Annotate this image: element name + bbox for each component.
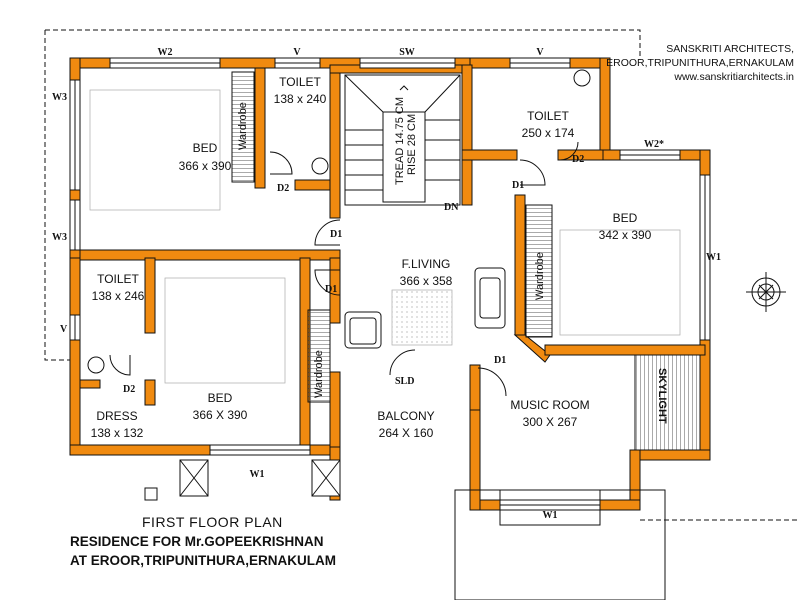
pillars [144,459,341,501]
room-toilet-ne-name: TOILET [527,109,569,123]
stair-tread: TREAD 14.75 CM [394,97,406,185]
windows [69,57,711,511]
window-w1-east: W1 [706,252,721,263]
room-bed-nw-name: BED [193,141,218,155]
plan-residence: RESIDENCE FOR Mr.GOPEEKRISHNAN [70,534,324,549]
room-living-size: 366 x 358 [400,274,453,288]
room-toilet-ne-size: 250 x 174 [522,126,575,140]
room-bed-sw-name: BED [208,391,233,405]
room-balcony-size: 264 X 160 [379,426,434,440]
door-sld: SLD [395,376,414,387]
room-dress-size: 138 x 132 [91,426,144,440]
room-bed-nw-size: 366 x 390 [179,159,232,173]
door-d2-a: D2 [277,183,289,194]
door-swings [109,141,579,397]
room-balcony-name: BALCONY [377,409,434,423]
window-w1-south: W1 [250,469,265,480]
room-toilet-w-size: 138 x 246 [92,289,145,303]
wardrobe-nw [231,71,255,183]
room-bed-e-name: BED [613,211,638,225]
window-w2-top: W2 [158,47,173,58]
window-w1-music: W1 [543,510,558,521]
toilet-fixtures [87,69,591,374]
window-w3-upper: W3 [52,92,67,103]
stair-down: DN [444,202,459,213]
window-w2star: W2* [644,139,664,150]
door-d1-a: D1 [330,229,342,240]
door-d2-c: D2 [123,384,135,395]
door-d1-d: D1 [494,355,506,366]
plan-location: AT EROOR,TRIPUNITHURA,ERNAKULAM [70,553,336,568]
room-music-name: MUSIC ROOM [510,398,589,412]
skylight-label: SKYLIGHT [656,368,668,424]
plot-boundary [44,29,800,521]
window-v-top: V [293,47,301,58]
room-living-name: F.LIVING [402,257,451,271]
room-toilet-w-name: TOILET [97,272,139,286]
title-block: FIRST FLOOR PLAN RESIDENCE FOR Mr.GOPEEK… [70,514,336,568]
architect-location: EROOR,TRIPUNITHURA,ERNAKULAM [606,57,794,69]
sofas [344,267,506,349]
room-music-size: 300 X 267 [523,415,578,429]
wardrobe-e [525,204,553,338]
door-d2-b: D2 [572,154,584,165]
window-v-top-right: V [536,47,544,58]
skylight [634,354,701,451]
window-v-left: V [60,324,68,335]
room-toilet-n-name: TOILET [279,75,321,89]
furniture [89,89,681,384]
room-bed-sw-size: 366 X 390 [193,408,248,422]
room-toilet-n-size: 138 x 240 [274,92,327,106]
plan-title: FIRST FLOOR PLAN [142,514,283,530]
wardrobe-nw-label: Wardrobe [237,102,249,150]
architect-name: SANSKRITI ARCHITECTS, [666,43,794,55]
wardrobe-sw [307,309,331,403]
wardrobe-e-label: Wardrobe [534,252,546,300]
room-bed-e-size: 342 x 390 [599,228,652,242]
window-sw-top: SW [399,47,415,58]
wardrobe-sw-label: Wardrobe [313,350,325,398]
compass-icon [746,272,786,312]
stair-rise: RISE 28 CM [406,114,418,175]
door-d1-c: D1 [512,180,524,191]
door-d1-b: D1 [325,284,337,295]
architect-info: SANSKRITI ARCHITECTS, EROOR,TRIPUNITHURA… [606,42,794,84]
architect-website: www.sanskritiarchitects.in [674,71,794,83]
window-w3-lower: W3 [52,232,67,243]
room-dress-name: DRESS [96,409,137,423]
staircase [344,74,461,206]
